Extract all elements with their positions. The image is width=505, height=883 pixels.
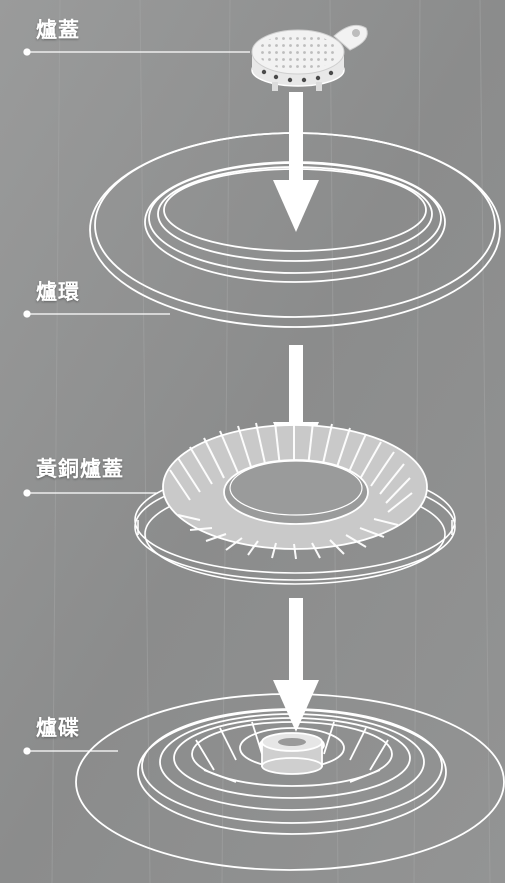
label-burner-ring: 爐環 (36, 280, 80, 304)
arrow-down-icon (273, 92, 319, 232)
label-brass-burner-cap: 黃銅爐蓋 (36, 457, 124, 481)
label-burner-base-plate: 爐碟 (36, 716, 80, 740)
leader-lines (23, 48, 250, 755)
label-burner-cap: 爐蓋 (36, 18, 80, 42)
brass-burner-cap-icon (134, 421, 456, 585)
burner-ring-icon (89, 132, 501, 328)
arrow-down-icon (273, 598, 319, 732)
burner-base-plate-icon (75, 693, 505, 871)
burner-cap-icon (251, 24, 368, 91)
